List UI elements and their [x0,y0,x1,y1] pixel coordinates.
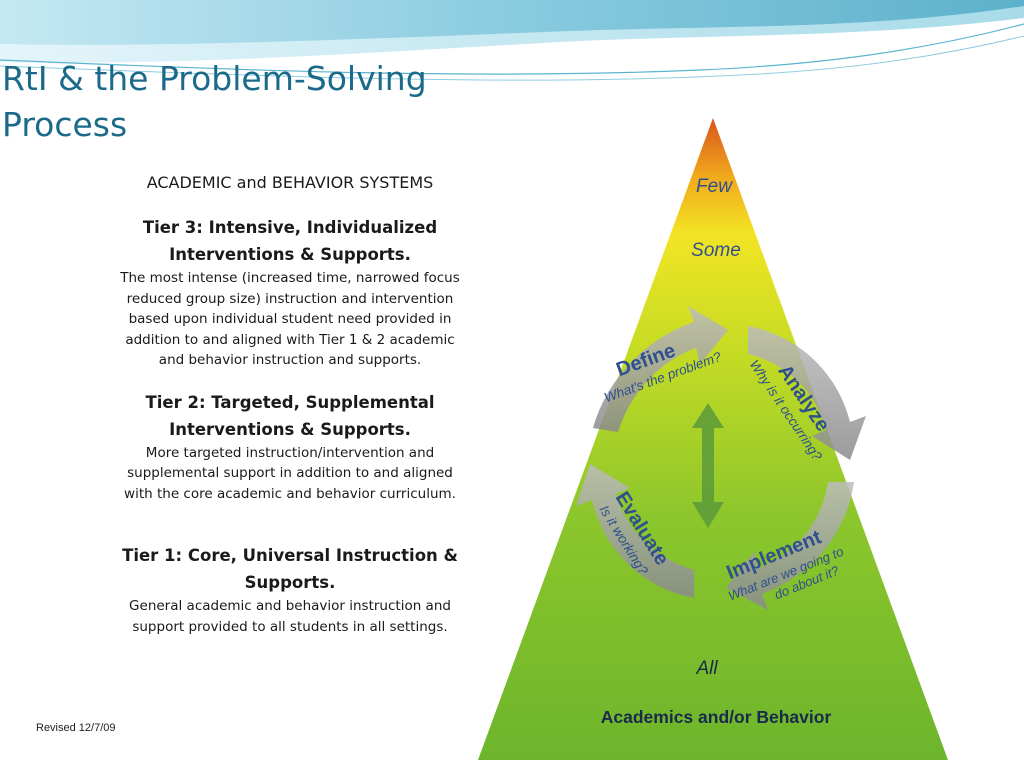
tier-1-title: Tier 1: Core, Universal Instruction & Su… [112,542,468,596]
level-some: Some [691,240,741,261]
tier-1-block: Tier 1: Core, Universal Instruction & Su… [112,542,468,637]
tier-3-description: The most intense (increased time, narrow… [112,268,468,371]
tier-1-description: General academic and behavior instructio… [112,596,468,637]
tier-3-title: Tier 3: Intensive, Individualized Interv… [112,214,468,268]
revised-date: Revised 12/7/09 [36,722,116,734]
slide-title: RtI & the Problem-Solving Process [2,56,462,148]
tier-3-block: Tier 3: Intensive, Individualized Interv… [112,214,468,371]
rti-pyramid-diagram: Define What's the problem? Analyze Why i… [462,110,976,766]
tier-2-block: Tier 2: Targeted, Supplemental Intervent… [112,389,468,505]
tier-descriptions: ACADEMIC and BEHAVIOR SYSTEMS Tier 3: In… [112,168,468,655]
level-all: All [695,658,718,679]
tier-2-description: More targeted instruction/intervention a… [112,443,468,505]
systems-heading: ACADEMIC and BEHAVIOR SYSTEMS [112,168,468,198]
pyramid-base-label: Academics and/or Behavior [601,707,832,727]
level-few: Few [696,176,733,197]
tier-2-title: Tier 2: Targeted, Supplemental Intervent… [112,389,468,443]
